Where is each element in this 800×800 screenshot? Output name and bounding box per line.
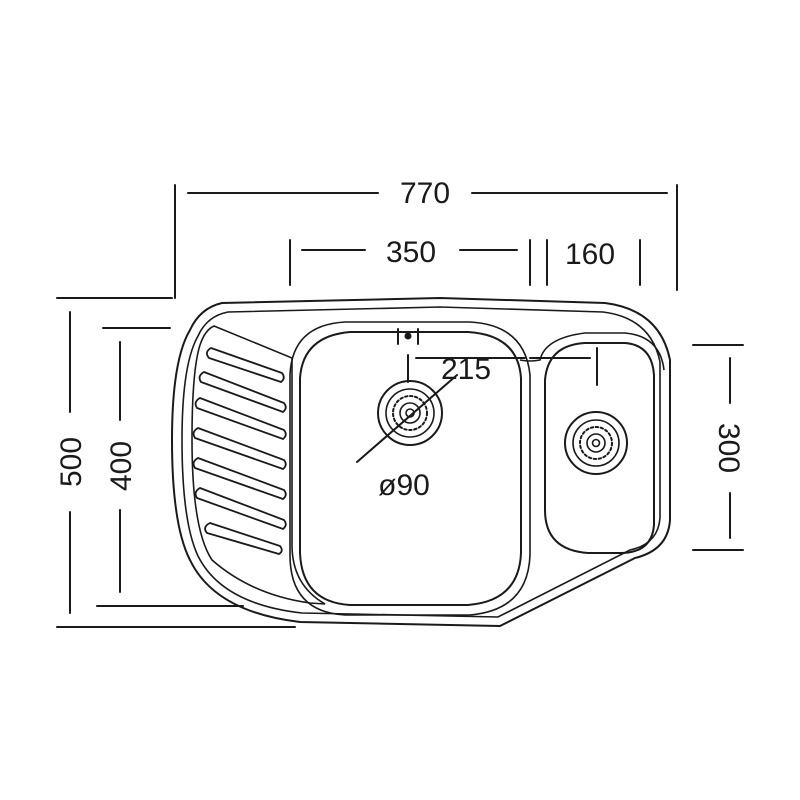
drainer-area <box>191 325 326 605</box>
dim-bowl-widths: 350 160 <box>289 236 641 286</box>
dim-small-bowl-depth: 300 <box>692 344 745 551</box>
dim-label-770: 770 <box>400 177 450 210</box>
main-drain-icon <box>377 380 443 446</box>
dim-label-350: 350 <box>386 236 436 269</box>
dim-label-300: 300 <box>712 423 745 473</box>
dim-label-215: 215 <box>441 353 491 386</box>
small-drain-icon <box>564 411 628 475</box>
dim-label-500: 500 <box>55 437 88 487</box>
drainer-ribs <box>192 347 287 555</box>
dim-depths-left: 500 400 <box>55 297 296 628</box>
dim-label-400: 400 <box>105 441 138 491</box>
main-bowl <box>289 321 531 616</box>
overflow-icon <box>397 328 419 345</box>
dim-label-drain-diameter: ø90 <box>378 469 430 502</box>
small-bowl <box>519 332 665 554</box>
dim-overall-width: 770 <box>174 177 678 299</box>
dim-label-160: 160 <box>565 238 615 271</box>
sink-outline <box>171 297 671 627</box>
